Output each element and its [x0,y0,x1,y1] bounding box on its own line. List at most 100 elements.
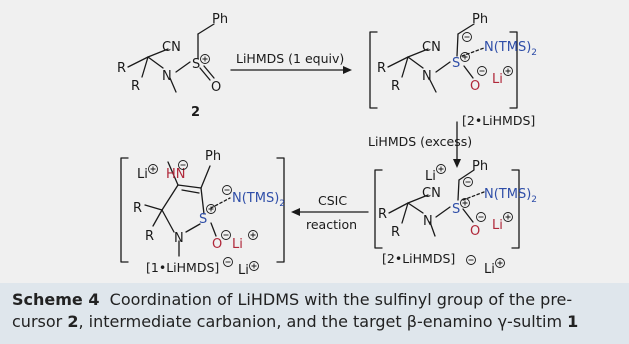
bond [197,23,215,35]
caption-text: Scheme 4 Coordination of LiHDMS with the… [12,289,622,333]
minus-charge-icon [477,66,487,76]
r-label: R [391,225,400,240]
plus-charge-icon [248,230,258,240]
r-label: R [117,61,126,76]
bond [185,223,201,233]
bond [463,65,474,79]
n-label: N [162,69,172,84]
plus-charge-icon [249,261,259,271]
minus-charge-icon [462,32,472,42]
arrowhead [453,159,461,168]
li-label: Li [232,237,243,252]
coordination-bond [462,191,485,201]
charge-signs [150,36,511,269]
minus-charge-icon [222,185,232,195]
minus-charge-icon [476,212,486,222]
bond [457,23,475,35]
bond [435,206,451,218]
caption-line1: Coordination of LiHDMS with the sulfinyl… [109,290,573,309]
ntms-label: N(TMS)2 [484,187,537,205]
bond [144,204,163,211]
bracket-left [369,31,378,109]
scheme-svg: R R CN N S O Ph 2 LiHMDS (1 equiv) R R C… [117,12,537,278]
cn-label: CN [422,186,441,201]
minus-charge-icon [178,160,188,170]
bracket-left [120,157,129,263]
o-label: O [211,80,221,95]
plus-charge-icon [495,258,505,268]
ph-label: Ph [212,12,228,27]
bond [462,208,474,223]
bond [199,67,211,81]
minus-charge-icon [466,255,476,265]
bond [429,221,436,237]
caption-bold-2: 2 [67,312,79,331]
ntms-label: N(TMS)2 [232,191,285,209]
bond [161,184,179,211]
s-label: S [192,57,200,72]
o-label: O [212,237,222,252]
arrowhead [291,208,300,216]
bond [407,56,424,69]
r-label: R [391,79,400,94]
plus-charge-icon [460,198,470,208]
reaction-scheme: R R CN N S O Ph 2 LiHMDS (1 equiv) R R C… [0,0,629,283]
arrowhead [343,66,352,74]
r-label: R [131,79,140,94]
bond [152,209,163,227]
caption-line2a: cursor [12,312,68,331]
bond [167,161,179,186]
bond [169,77,177,93]
arrow-3-label: CSIC [318,193,347,208]
complex-label: [1•LiHMDS] [146,260,219,275]
plus-charge-icon [206,204,216,214]
coordination-bond [461,47,485,57]
bond [387,56,409,68]
bond [181,189,200,194]
charge-symbols [148,32,513,271]
bond [141,56,149,78]
bracket-left [374,169,383,249]
plus-charge-icon [460,52,470,62]
caption-line2b: , intermediate carbanion, and the target… [78,312,568,331]
li-label: Li [137,167,148,182]
bond [177,184,202,189]
ph-label: Ph [472,12,488,27]
bond [147,48,169,58]
r-label: R [378,207,387,222]
bond [388,202,409,214]
ph-label: Ph [205,149,221,164]
arrow-1-reagent: LiHMDS (1 equiv) [236,51,344,66]
r-label: R [145,229,154,244]
caption-bold-1: 1 [567,312,579,331]
arrow-3-label: reaction [306,217,357,232]
coordination-bond [210,197,231,209]
bond [407,194,429,204]
bond [161,209,175,233]
r-label: R [377,61,386,76]
li-label: Li [492,218,503,233]
bond [407,202,424,214]
o-label: O [470,224,480,239]
n-label: N [174,231,184,246]
cn-label: CN [422,40,441,55]
s-label: S [452,56,460,71]
bond [428,77,437,93]
plus-charge-icon [436,164,446,174]
bracket-right [511,169,520,249]
n-label: N [423,214,433,229]
bond [127,56,149,68]
plus-charge-icon [148,164,158,174]
plus-charge-icon [200,54,210,64]
bond [456,33,459,57]
complex-label: [2•LiHMDS] [382,251,455,266]
arrow-2-reagent: LiHMDS (excess) [368,134,472,149]
r-label: R [133,201,142,216]
s-label: S [199,212,207,227]
bond [175,61,191,73]
minus-charge-icon [221,230,231,240]
bond [200,187,205,215]
bond [210,222,217,237]
o-label: O [470,79,480,94]
bond [435,61,451,73]
